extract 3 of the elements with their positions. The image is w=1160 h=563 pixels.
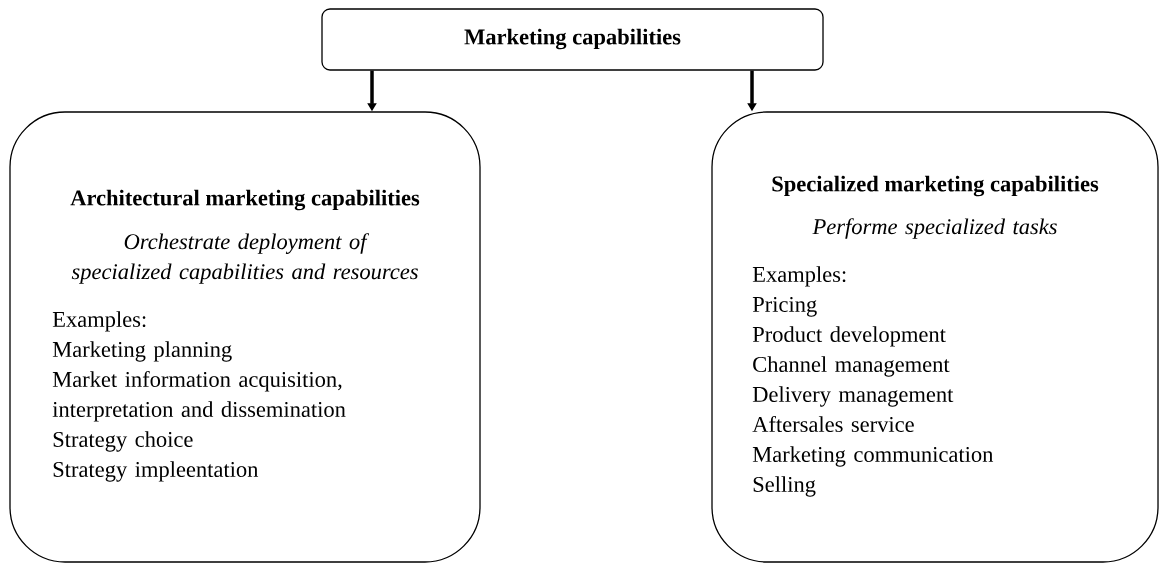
capability-box: Architectural marketing capabilities Orchestrate deployment of specialized capabilities and resources Examples: Marketing planning Market information acquisition, interpretation and dissemination Strategy choice Strategy impleentation <box>9 111 481 563</box>
capability-box: Specialized marketing capabilities Performe specialized tasks Examples: Pricing Product development Channel management Delivery management Aftersales service Marketing communication Selling <box>711 111 1159 563</box>
title-box: Marketing capabilities <box>321 8 824 71</box>
